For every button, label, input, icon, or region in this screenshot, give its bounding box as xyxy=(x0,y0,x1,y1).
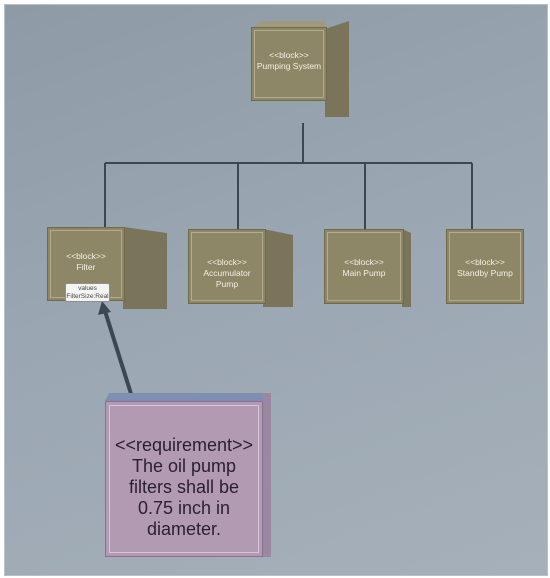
block-border xyxy=(449,232,521,301)
block-stereotype: <<block>> xyxy=(465,257,505,267)
block-border xyxy=(191,232,263,301)
block-name: Filter xyxy=(76,262,96,272)
requirement-text: <<requirement>> The oil pump filters sha… xyxy=(106,435,262,540)
block-main-pump[interactable]: <<block>> Main Pump xyxy=(324,229,404,304)
requirement-text-line2: filters shall be xyxy=(128,477,240,497)
block-border xyxy=(254,30,324,98)
trace-arrow-shaft xyxy=(103,310,134,398)
block-stereotype: <<block>> xyxy=(207,257,247,267)
requirement-border xyxy=(109,405,259,553)
filter-side-face xyxy=(123,227,167,309)
block-name: Main Pump xyxy=(342,268,386,278)
block-pumping-system[interactable]: <<block>> Pumping System xyxy=(251,27,327,101)
block-border xyxy=(327,232,401,301)
block-standby-pump[interactable]: <<block>> Standby Pump xyxy=(446,229,524,304)
pumping-system-top-face xyxy=(251,21,325,29)
requirement-text-line4: diameter. xyxy=(146,519,222,539)
pumping-system-side-face xyxy=(325,21,349,117)
diagram-canvas: <<block>> Pumping System <<block>> Filte… xyxy=(4,4,548,576)
requirement-side-face xyxy=(263,393,271,557)
block-stereotype: <<block>> xyxy=(344,257,384,267)
requirement-text-line3: 0.75 inch in xyxy=(137,498,231,518)
trace-arrowhead xyxy=(98,301,111,315)
block-accumulator-pump[interactable]: <<block>> Accumulator Pump xyxy=(188,229,266,304)
filter-values-compartment[interactable]: values FilterSize:Real xyxy=(65,283,110,302)
values-label: values xyxy=(78,285,97,292)
block-name: Pumping System xyxy=(256,61,322,71)
requirement-top-face xyxy=(105,393,271,401)
block-name: Standby Pump xyxy=(457,268,513,278)
requirement-stereotype: <<requirement>> xyxy=(114,435,254,455)
requirement-box[interactable]: <<requirement>> The oil pump filters sha… xyxy=(105,401,263,557)
block-name-line2: Pump xyxy=(215,279,239,289)
block-stereotype: <<block>> xyxy=(66,251,106,261)
connectors xyxy=(98,123,473,398)
main-pump-side-face xyxy=(402,229,411,307)
values-attribute: FilterSize:Real xyxy=(66,293,109,300)
block-stereotype: <<block>> xyxy=(269,50,309,60)
accumulator-side-face xyxy=(263,229,293,307)
requirement-text-line1: The oil pump xyxy=(131,456,237,476)
block-name-line1: Accumulator xyxy=(203,268,251,278)
